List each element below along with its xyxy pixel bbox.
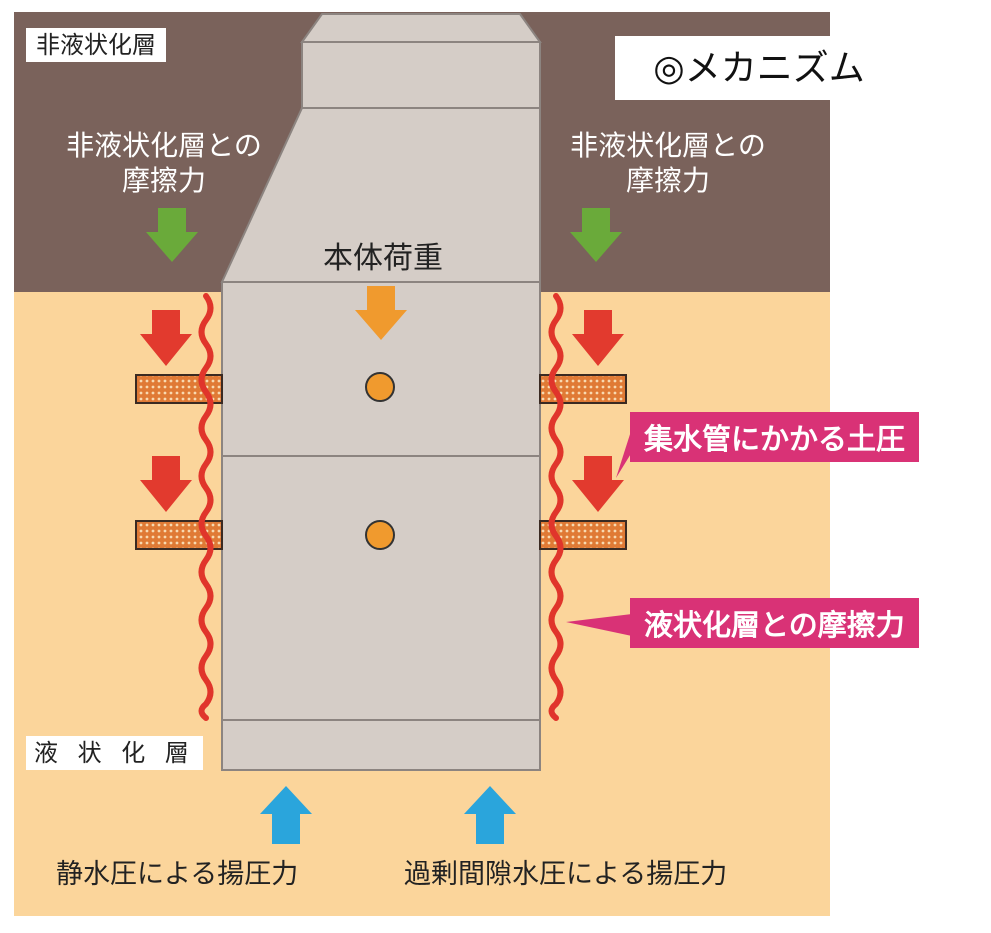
liquefied-friction-callout: 液状化層との摩擦力	[630, 598, 919, 648]
manhole-body-middle	[221, 455, 541, 721]
down-arrow-icon	[140, 456, 192, 512]
manhole-upper-neck	[301, 41, 541, 109]
body-load-label: 本体荷重	[323, 241, 443, 276]
liquefied-layer-label: 液 状 化 層	[26, 736, 203, 770]
down-arrow-icon	[146, 208, 198, 262]
non-liquefied-friction-left-label: 非液状化層との 摩擦力	[44, 128, 284, 198]
friction-right-line-2: 摩擦力	[625, 164, 710, 197]
friction-left-line-2: 摩擦力	[121, 164, 206, 197]
up-arrow-icon	[464, 786, 516, 844]
up-arrow-icon	[260, 786, 312, 844]
excess-pore-uplift-label: 過剰間隙水圧による揚圧力	[404, 859, 728, 890]
liquefied-friction-wave-right	[548, 293, 564, 721]
down-arrow-icon	[572, 456, 624, 512]
down-arrow-icon	[140, 310, 192, 366]
pipe-hole-lower-icon	[365, 520, 395, 550]
friction-right-line-1: 非液状化層との	[570, 129, 766, 162]
non-liquefied-friction-right-label: 非液状化層との 摩擦力	[548, 128, 788, 198]
manhole-top-cap	[300, 13, 542, 43]
manhole-base	[221, 719, 541, 771]
pipe-hole-upper-icon	[365, 372, 395, 402]
down-arrow-icon	[570, 208, 622, 262]
callout-pointer-liquefied	[566, 614, 632, 636]
callout-pointer-pipe	[616, 428, 632, 478]
liquefied-friction-wave-left	[198, 293, 214, 721]
hydrostatic-uplift-label: 静水圧による揚圧力	[56, 859, 299, 890]
non-liquefied-layer-label: 非液状化層	[26, 28, 166, 62]
pipe-earth-pressure-callout: 集水管にかかる土圧	[630, 412, 920, 462]
down-arrow-icon	[572, 310, 624, 366]
friction-left-line-1: 非液状化層との	[66, 129, 262, 162]
down-arrow-icon	[355, 286, 407, 340]
page-title: ◎メカニズム	[615, 36, 903, 100]
